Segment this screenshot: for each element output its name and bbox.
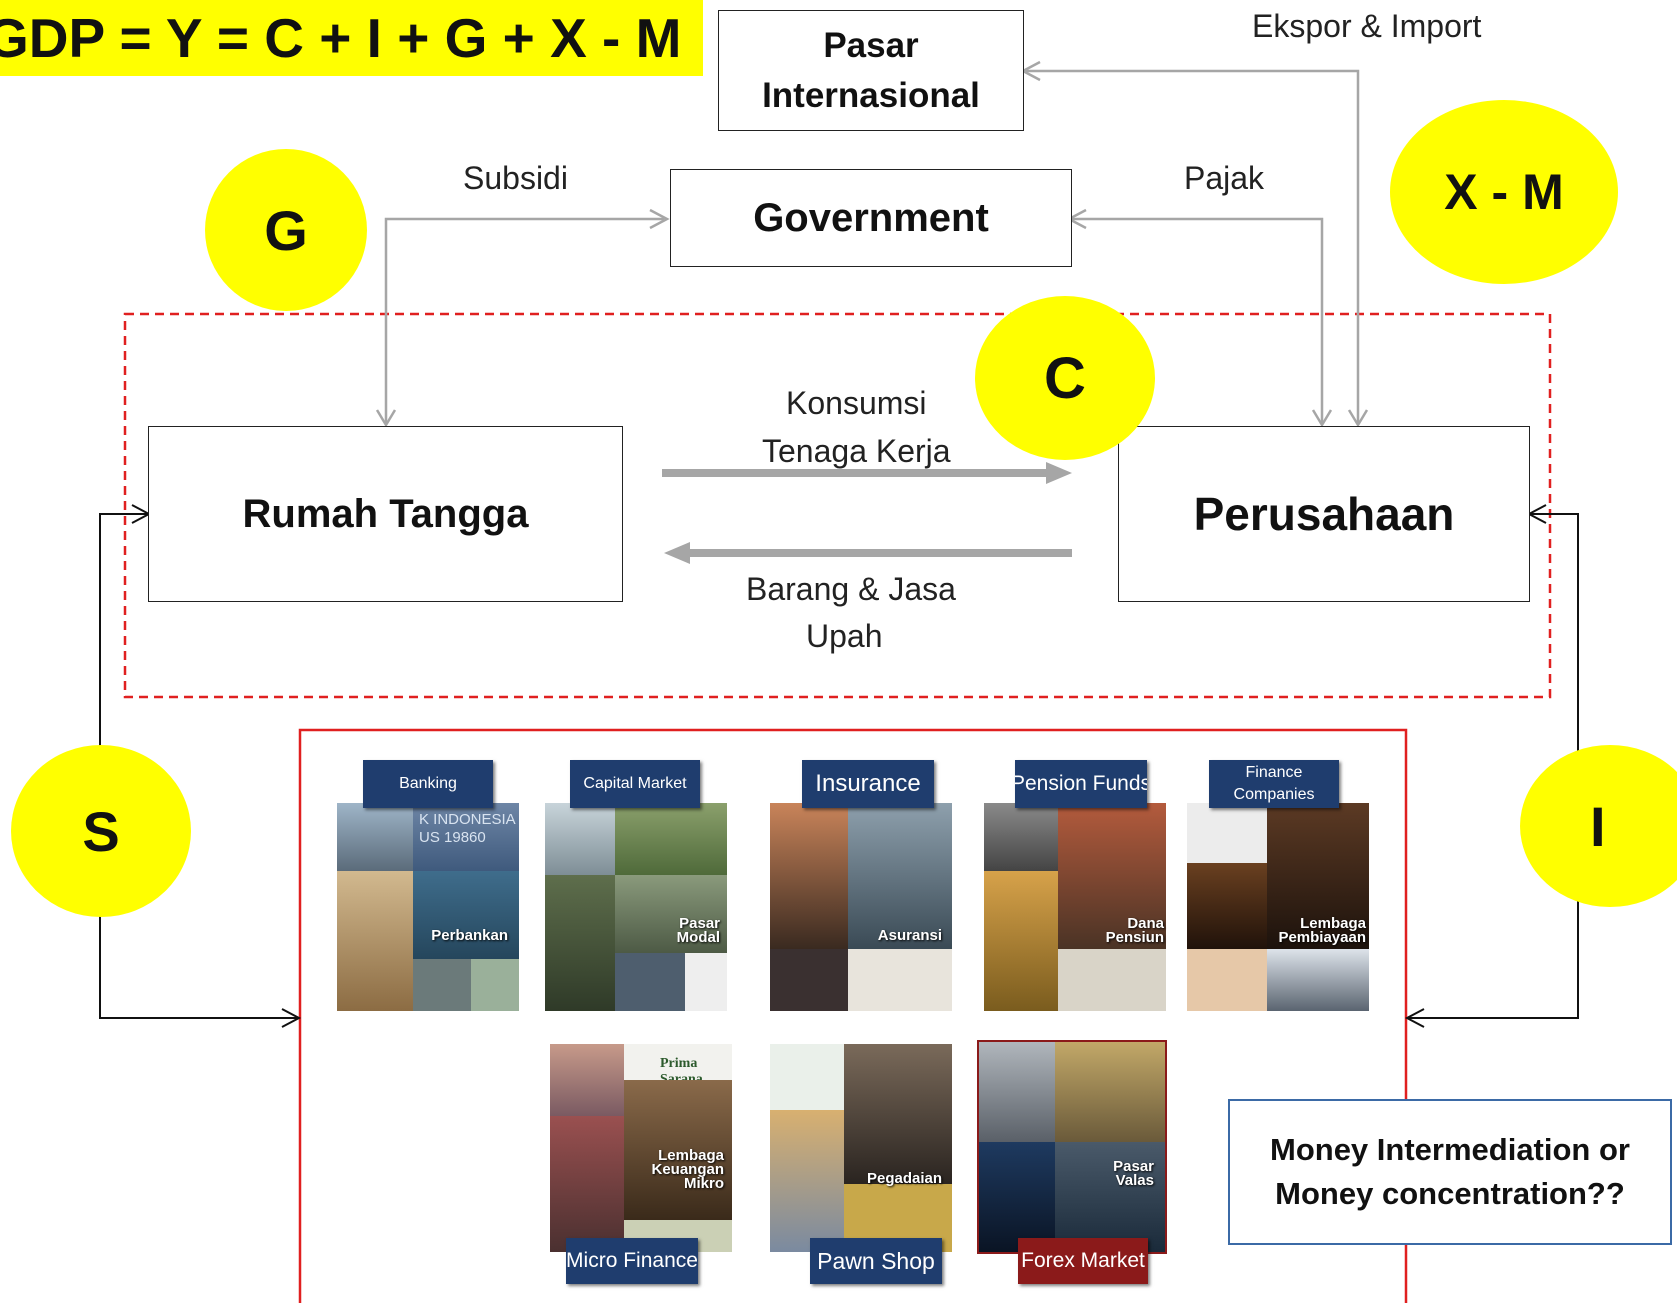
circle-s: S xyxy=(11,745,191,917)
banking-photo: K INDONESIA US 19860 xyxy=(337,803,519,1011)
circle-c-label: C xyxy=(1044,345,1086,411)
tenaga-kerja-label: Tenaga Kerja xyxy=(762,433,951,469)
finance-companies-photo xyxy=(1187,803,1369,1011)
financial-sector-region xyxy=(298,728,1408,1303)
ekspor-import-label: Ekspor & Import xyxy=(1252,8,1482,44)
pawn-shop-photo xyxy=(770,1044,952,1252)
forex-market-title: Forex Market xyxy=(1018,1238,1148,1284)
pension-funds-photo xyxy=(984,803,1166,1011)
micro-finance-photo: Prima Sarana xyxy=(550,1044,732,1252)
micro-finance-caption: Lembaga Keuangan Mikro xyxy=(651,1147,724,1192)
banking-caption: Perbankan xyxy=(431,927,508,944)
circle-g-label: G xyxy=(264,198,308,262)
circle-s-label: S xyxy=(82,799,120,863)
pension-funds-title: Pension Funds xyxy=(1015,760,1147,808)
pawn-shop-title: Pawn Shop xyxy=(810,1238,942,1284)
finance-companies-title: Finance Companies xyxy=(1209,760,1339,808)
circle-i: I xyxy=(1520,745,1677,907)
pasar-internasional-box: Pasar Internasional xyxy=(718,10,1024,131)
capital-market-caption: Pasar Modal xyxy=(676,915,720,946)
circle-g: G xyxy=(205,149,367,311)
capital-market-title: Capital Market xyxy=(570,760,700,808)
question-text: Money Intermediation or Money concentrat… xyxy=(1270,1132,1630,1211)
banking-sign-text: K INDONESIA xyxy=(419,811,516,828)
micro-finance-title: Micro Finance xyxy=(566,1238,698,1284)
upah-label: Upah xyxy=(806,618,883,654)
rumah-tangga-box: Rumah Tangga xyxy=(148,426,623,602)
forex-market-caption: Pasar Valas xyxy=(1113,1158,1154,1189)
subsidi-label: Subsidi xyxy=(463,160,568,196)
household-firm-region xyxy=(123,312,1552,699)
pasar-internasional-label: Pasar Internasional xyxy=(762,25,980,115)
circle-i-label: I xyxy=(1590,794,1606,858)
ekspor-import-connector xyxy=(1026,69,1360,425)
banking-year-text: US 19860 xyxy=(419,829,486,846)
circle-c: C xyxy=(975,296,1155,460)
finance-companies-caption: Lembaga Pembiayaan xyxy=(1278,915,1366,946)
pajak-connector xyxy=(1072,217,1324,425)
question-box: Money Intermediation or Money concentrat… xyxy=(1228,1099,1672,1245)
pension-funds-caption: Dana Pensiun xyxy=(1105,915,1164,946)
government-label: Government xyxy=(753,195,989,240)
barang-jasa-label: Barang & Jasa xyxy=(746,571,956,607)
perusahaan-box: Perusahaan xyxy=(1118,426,1530,602)
circle-x-m: X - M xyxy=(1390,100,1618,284)
rumah-tangga-label: Rumah Tangga xyxy=(242,491,529,536)
insurance-title: Insurance xyxy=(802,760,934,808)
insurance-caption: Asuransi xyxy=(877,927,942,944)
circle-x-m-label: X - M xyxy=(1444,164,1564,220)
konsumsi-label: Konsumsi xyxy=(786,385,927,421)
capital-market-photo xyxy=(545,803,727,1011)
banking-title: Banking xyxy=(363,760,493,808)
forex-market-photo xyxy=(977,1040,1167,1254)
pawn-shop-caption: Pegadaian xyxy=(866,1170,942,1187)
insurance-photo xyxy=(770,803,952,1011)
perusahaan-label: Perusahaan xyxy=(1193,488,1455,540)
gdp-formula-text: GDP = Y = C + I + G + X - M xyxy=(0,7,682,69)
pajak-label: Pajak xyxy=(1184,160,1265,196)
subsidi-connector xyxy=(384,217,664,425)
gdp-formula: GDP = Y = C + I + G + X - M xyxy=(0,0,703,76)
government-box: Government xyxy=(670,169,1072,267)
